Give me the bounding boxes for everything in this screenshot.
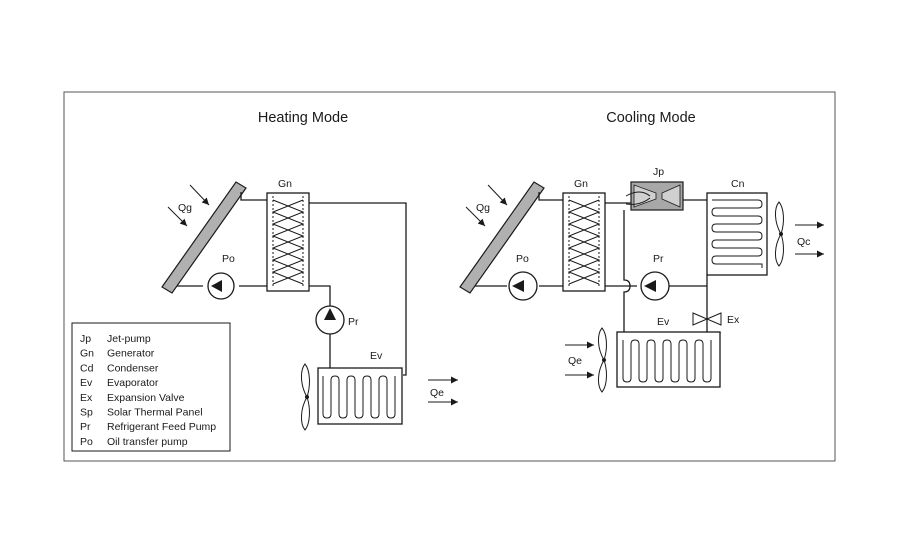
legend-name: Refrigerant Feed Pump	[107, 421, 216, 433]
qg-label: Qg	[476, 202, 490, 214]
condenser-icon	[706, 192, 768, 276]
legend-abbr: Sp	[80, 407, 93, 419]
generator-icon	[562, 192, 606, 292]
legend-name: Condenser	[107, 362, 159, 374]
sun-ray-arrow	[189, 184, 210, 206]
oil-pump-icon	[207, 272, 235, 300]
cn-label: Cn	[731, 178, 745, 190]
po-label: Po	[222, 253, 235, 265]
pr-label: Pr	[348, 316, 359, 328]
po-label: Po	[516, 253, 529, 265]
expansion-valve-icon	[692, 306, 722, 326]
legend-abbr: Gn	[80, 348, 94, 360]
jp-label: Jp	[653, 166, 664, 178]
oil-pump-icon	[508, 271, 538, 301]
sun-ray-arrow	[167, 206, 188, 227]
legend-abbr: Po	[80, 436, 93, 448]
pipe	[538, 192, 563, 201]
qe-label: Qe	[568, 355, 582, 367]
jet-pump-icon	[625, 181, 684, 211]
sun-ray-arrow	[465, 206, 486, 227]
refrigerant-pump-icon	[640, 271, 670, 301]
legend-abbr: Ev	[80, 377, 93, 389]
heating-mode: Heating Mode Qg Gn Po	[161, 110, 458, 431]
solar-panel-icon	[161, 181, 247, 294]
legend-abbr: Jp	[80, 333, 91, 345]
ev-label: Ev	[370, 350, 383, 362]
pipe	[623, 210, 631, 332]
legend-name: Solar Thermal Panel	[107, 407, 203, 419]
evaporator-icon	[616, 331, 721, 388]
solar-panel-icon	[459, 181, 545, 294]
ex-label: Ex	[727, 314, 740, 326]
pipe	[309, 202, 407, 376]
cooling-mode: Cooling Mode Qg Gn Jp Cn	[459, 110, 824, 393]
ev-label: Ev	[657, 316, 670, 328]
legend-name: Expansion Valve	[107, 392, 185, 404]
qg-label: Qg	[178, 202, 192, 214]
fan-icon	[301, 363, 310, 431]
legend-abbr: Ex	[80, 392, 93, 404]
refrigerant-pump-icon	[315, 305, 345, 335]
legend-abbr: Pr	[80, 421, 91, 433]
fan-icon	[598, 327, 607, 393]
fan-icon	[775, 201, 784, 267]
legend-name: Generator	[107, 348, 155, 360]
legend-abbr: Cd	[80, 362, 94, 374]
qe-label: Qe	[430, 387, 444, 399]
gn-label: Gn	[278, 178, 292, 190]
generator-icon	[266, 192, 310, 292]
pipe	[240, 192, 267, 201]
sun-ray-arrow	[487, 184, 508, 206]
gn-label: Gn	[574, 178, 588, 190]
heating-title: Heating Mode	[258, 110, 348, 126]
cooling-title: Cooling Mode	[606, 110, 695, 126]
pipe	[309, 285, 331, 306]
legend-name: Jet-pump	[107, 333, 151, 345]
qc-label: Qc	[797, 236, 810, 248]
legend-name: Evaporator	[107, 377, 159, 389]
pr-label: Pr	[653, 253, 664, 265]
evaporator-icon	[317, 367, 403, 425]
legend-name: Oil transfer pump	[107, 436, 188, 448]
